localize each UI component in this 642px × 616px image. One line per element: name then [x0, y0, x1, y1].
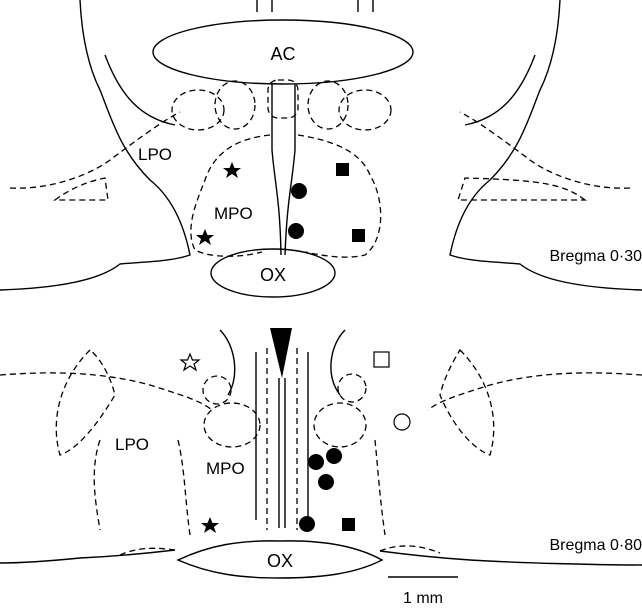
top-lines-left	[257, 0, 272, 12]
label-mpo-bottom: MPO	[206, 459, 245, 478]
filled-square-marker	[352, 229, 365, 242]
label-lpo-top: LPO	[138, 145, 172, 164]
filled-square-marker	[336, 163, 349, 176]
bottom-outline-top-right	[331, 330, 345, 395]
nucleus-top-3	[308, 81, 348, 129]
open-star-marker	[181, 354, 199, 370]
filled-square-marker	[342, 518, 355, 531]
nucleus-bottom-1	[203, 376, 231, 404]
ventricle-arrow-marker	[270, 328, 292, 378]
filled-star-marker	[201, 517, 219, 533]
nucleus-bottom-4	[314, 403, 366, 447]
label-lpo-bottom: LPO	[115, 435, 149, 454]
lobe-top-right	[458, 178, 585, 200]
bregma-label-bottom: Bregma 0·80	[550, 537, 642, 554]
filled-circle-marker	[308, 454, 324, 470]
label-ox-bottom: OX	[267, 551, 293, 571]
top-lines-right	[358, 0, 373, 12]
nucleus-top-1	[172, 90, 224, 130]
filled-circle-marker	[299, 516, 315, 532]
scale-bar-label: 1 mm	[403, 590, 443, 607]
filled-circle-marker	[318, 474, 334, 490]
lpo-region-bottom-left	[0, 373, 212, 410]
nucleus-bottom-3	[338, 374, 366, 402]
bottom-outline-top-left	[220, 330, 235, 395]
contour-right-top	[465, 55, 535, 125]
label-mpo-top: MPO	[214, 204, 253, 223]
nucleus-top-4	[339, 90, 391, 130]
filled-star-marker	[223, 162, 241, 178]
scale-bar: 1 mm	[388, 577, 458, 607]
bregma-label-top: Bregma 0·30	[550, 248, 642, 265]
section-top: AC LPO MPO OX Bregma 0·30	[0, 0, 642, 297]
lpo-region-bottom-right	[428, 373, 642, 410]
lpo-boundary-top-right	[460, 112, 630, 188]
label-ac: AC	[270, 44, 295, 64]
section-bottom: LPO MPO OX Bregma 0·80	[0, 328, 642, 578]
filled-circle-marker	[326, 448, 342, 464]
filled-star-marker	[196, 229, 214, 245]
brain-outline-top-right	[450, 0, 642, 290]
lpo-lobe-bottom-left	[56, 350, 115, 455]
label-ox-top: OX	[260, 265, 286, 285]
mpo-boundary-bottom-left	[178, 440, 190, 535]
open-circle-marker	[394, 414, 410, 430]
filled-circle-marker	[291, 183, 307, 199]
mpo-boundary-bottom-right	[375, 440, 385, 535]
bottom-base-contour	[0, 550, 642, 565]
nucleus-bottom-2	[204, 403, 260, 447]
nucleus-top-2	[215, 81, 255, 129]
filled-circle-marker	[288, 223, 304, 239]
open-square-marker	[374, 352, 389, 367]
ventricle-bottom	[279, 378, 285, 528]
lpo-lobe-bottom-right	[440, 350, 494, 455]
lpo-boundary-bottom-left	[94, 440, 100, 530]
